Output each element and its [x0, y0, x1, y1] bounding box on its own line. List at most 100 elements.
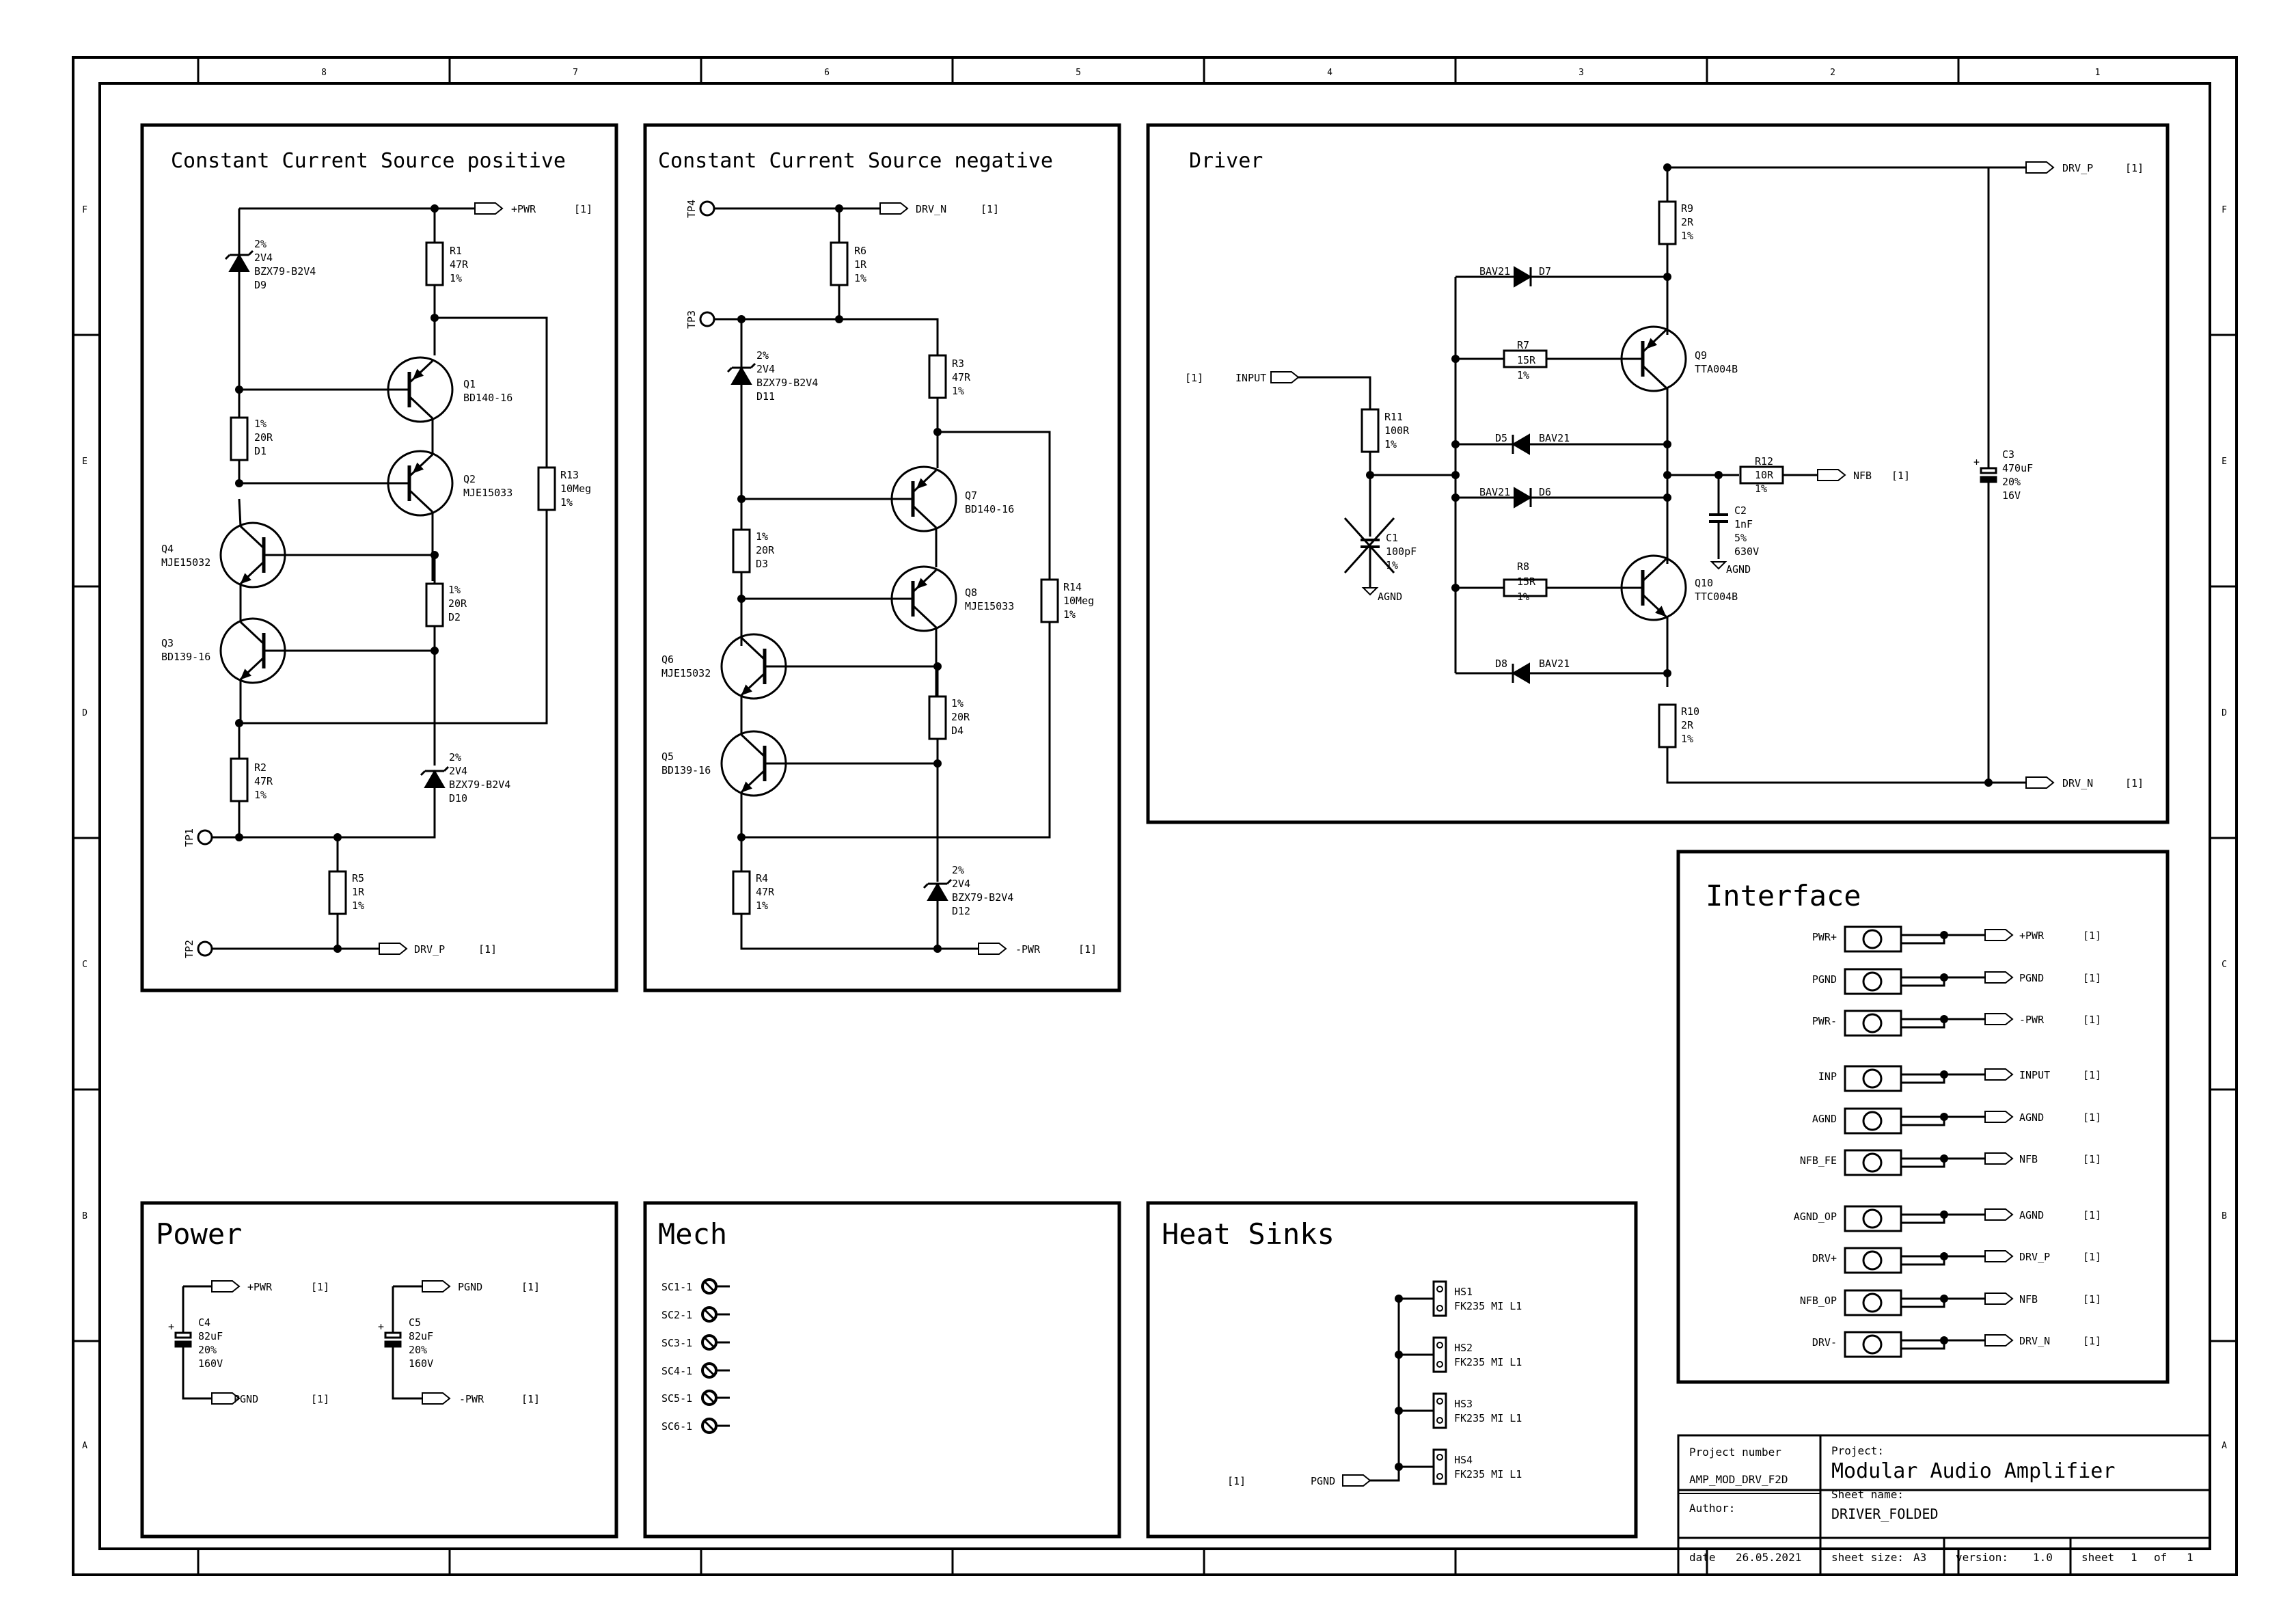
net-port: [1984, 1334, 2014, 1346]
connector-pin: [1862, 1250, 1883, 1271]
net-label: NFB: [2019, 1153, 2038, 1165]
part-label: TTA004B: [1695, 363, 1738, 375]
part-label: 15R: [1517, 354, 1536, 366]
part-label: 1%: [1755, 483, 1767, 495]
row-letter: C: [82, 960, 87, 970]
sheet-ref: [1]: [478, 943, 497, 956]
pwr-port: [211, 1280, 241, 1293]
part-label: MJE15033: [463, 487, 512, 499]
part-label: D10: [449, 792, 467, 804]
part-label: 1%: [1517, 591, 1529, 603]
junction-dot: [1395, 1351, 1403, 1359]
row-letter: F: [82, 205, 87, 215]
date-value: 26.05.2021: [1736, 1551, 1801, 1564]
connector-name: DRV+: [1812, 1252, 1837, 1264]
emitter-arrow: [1645, 338, 1658, 349]
diode-body: [228, 254, 250, 272]
drv-p-port: [2025, 161, 2055, 174]
connector-body: [1844, 1065, 1902, 1092]
row-letter: F: [2222, 205, 2227, 215]
zener-tick: [726, 366, 733, 373]
version-label: version:: [1956, 1551, 2008, 1564]
pgnd-port: [211, 1392, 241, 1405]
power-box: [140, 1201, 618, 1539]
part-label: MJE15033: [965, 600, 1014, 612]
part-label: R7: [1517, 339, 1529, 351]
zener-tick: [750, 362, 756, 369]
connector-body: [1844, 1107, 1902, 1135]
heat-sinks-box: [1146, 1201, 1638, 1539]
part-label: 100pF: [1386, 545, 1417, 558]
junction-dot: [1940, 1154, 1948, 1163]
part-label: D2: [448, 611, 461, 623]
heat-sink-pin: [1436, 1454, 1443, 1461]
part-label: Q5: [661, 750, 674, 763]
heat-sink-part: FK235 MI L1: [1454, 1356, 1522, 1368]
part-label: Q8: [965, 586, 977, 599]
ccs-positive-box: [140, 123, 618, 992]
row-letter: E: [82, 457, 87, 467]
diode-body: [1514, 487, 1532, 509]
resistor-r4: [732, 870, 751, 915]
net-label: AGND: [2019, 1111, 2044, 1124]
sheet-size-label: sheet size:: [1831, 1551, 1904, 1564]
net-port: [1984, 1293, 2014, 1305]
heat-sink-ref: HS2: [1454, 1342, 1473, 1354]
transistor-lead: [1641, 558, 1667, 582]
part-label: 2V4: [254, 252, 273, 264]
heat-sink-pin: [1436, 1342, 1443, 1349]
sheet-size-value: A3: [1913, 1551, 1926, 1564]
row-letter: D: [2222, 708, 2227, 718]
power-section: Power+PWR[1]+C482uF20%160VPGND[1]PGND[1]…: [140, 1201, 618, 1539]
part-label: BD140-16: [463, 392, 512, 404]
test-point-tp1: [197, 829, 213, 845]
connector-name: DRV-: [1812, 1336, 1837, 1349]
part-label: C2: [1734, 504, 1747, 517]
part-label: 2V4: [952, 878, 970, 890]
part-label: Q10: [1695, 577, 1713, 589]
transistor-lead: [239, 525, 265, 550]
part-label: 15R: [1517, 576, 1536, 588]
cap-plate: [174, 1340, 192, 1348]
screw-label: SC6-1: [661, 1420, 692, 1433]
row-letter: C: [2222, 960, 2227, 970]
column-number: 4: [1327, 68, 1332, 78]
net-label: -PWR: [2019, 1014, 2045, 1026]
screw-slot: [703, 1392, 715, 1404]
part-label: D8: [1495, 658, 1507, 670]
screw-label: SC3-1: [661, 1337, 692, 1349]
junction-dot: [1940, 1210, 1948, 1219]
connector-body: [1844, 968, 1902, 995]
sheet-ref: [1]: [1078, 943, 1097, 956]
sheet-ref: [1]: [311, 1393, 329, 1405]
diode-body: [1512, 433, 1530, 455]
part-label: 1%: [560, 496, 573, 509]
sheet-ref: [1]: [1185, 372, 1203, 384]
net-label: NFB: [2019, 1293, 2038, 1305]
part-label: Q6: [661, 653, 674, 666]
transistor-q10: [1620, 554, 1687, 621]
emitter-arrow: [240, 573, 251, 584]
part-label: BD139-16: [661, 764, 711, 776]
screw-slot: [703, 1280, 715, 1293]
sheet-ref: [1]: [311, 1281, 329, 1293]
part-label: 1%: [1063, 608, 1076, 621]
part-label: 630V: [1734, 545, 1759, 558]
part-label: R1: [450, 245, 462, 257]
wire: [1901, 1074, 1945, 1084]
zener-tick: [922, 882, 929, 889]
wire: [182, 1346, 212, 1400]
connector-body: [1844, 925, 1902, 953]
cap-plate: [1980, 467, 1997, 474]
connector-pin: [1862, 971, 1883, 992]
connector-body: [1844, 1289, 1902, 1316]
connector-name: AGND_OP: [1794, 1210, 1837, 1223]
transistor-lead: [1641, 364, 1667, 389]
part-label: R13: [560, 469, 579, 481]
interface-title: Interface: [1706, 879, 1861, 912]
connector-body: [1844, 1149, 1902, 1176]
